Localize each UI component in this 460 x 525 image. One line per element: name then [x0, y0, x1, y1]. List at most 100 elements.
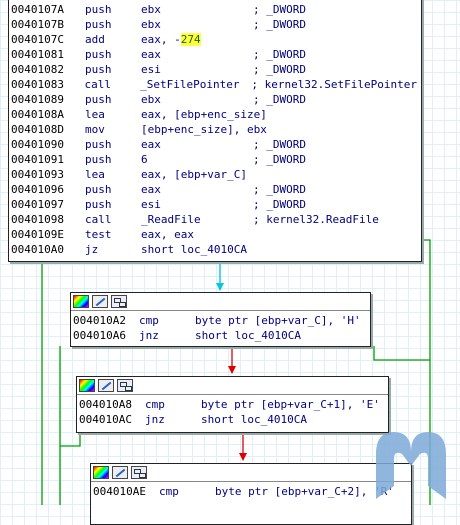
graph-icon[interactable]: [117, 379, 133, 392]
edit-icon[interactable]: [98, 379, 114, 392]
operands: ebx: [141, 18, 161, 31]
operands: eax: [141, 138, 161, 151]
address: 00401089: [11, 93, 64, 106]
comment: ; _DWORD: [253, 63, 306, 76]
code-line[interactable]: 00401098 call _ReadFile ; kernel32.ReadFile: [11, 212, 417, 227]
address: 0040108D: [11, 123, 64, 136]
code-line[interactable]: 00401082 push esi ; _DWORD: [11, 62, 417, 77]
address: 004010A0: [11, 243, 64, 256]
edit-icon[interactable]: [92, 295, 108, 308]
comment: ; _DWORD: [253, 18, 306, 31]
code-line[interactable]: 00401096 push eax ; _DWORD: [11, 182, 417, 197]
address: 004010A8: [79, 398, 132, 411]
comment: ; _DWORD: [253, 3, 306, 16]
address: 00401082: [11, 63, 64, 76]
operands: eax: [141, 183, 161, 196]
address: 00401098: [11, 213, 64, 226]
address: 004010A6: [73, 329, 126, 342]
mnemonic: push: [85, 63, 112, 76]
mnemonic: cmp: [139, 314, 159, 327]
code-line[interactable]: 004010A8 cmp byte ptr [ebp+var_C+1], 'E': [79, 397, 384, 412]
mnemonic: call: [84, 78, 112, 91]
color-palette-icon[interactable]: [93, 466, 109, 479]
address: 00401083: [11, 78, 64, 91]
address: 0040107B: [11, 18, 64, 31]
operands: _ReadFile: [141, 213, 201, 226]
mnemonic: jnz: [145, 413, 165, 426]
code-block-cmp-e[interactable]: 004010A8 cmp byte ptr [ebp+var_C+1], 'E'00…: [76, 376, 389, 433]
comment: ; _DWORD: [253, 138, 306, 151]
mnemonic: cmp: [145, 398, 165, 411]
operands: ebx: [141, 3, 161, 16]
code-line[interactable]: 004010A2 cmp byte ptr [ebp+var_C], 'H': [73, 313, 366, 328]
mnemonic: push: [85, 48, 112, 61]
operands: esi: [141, 198, 161, 211]
comment: ; _DWORD: [253, 183, 306, 196]
comment: ; _DWORD: [253, 198, 306, 211]
mnemonic: add: [85, 33, 105, 46]
address: 0040108A: [11, 108, 64, 121]
mnemonic: jz: [85, 243, 99, 256]
operands: short loc_4010CA: [141, 243, 247, 256]
address: 00401081: [11, 48, 64, 61]
edit-icon[interactable]: [112, 466, 128, 479]
operands: 6: [141, 153, 148, 166]
block-toolbar: [91, 464, 411, 482]
address: 0040109E: [11, 228, 64, 241]
mnemonic: push: [85, 183, 112, 196]
operands: byte ptr [ebp+var_C], 'H': [195, 314, 361, 327]
operands: esi: [141, 63, 161, 76]
address: 00401096: [11, 183, 64, 196]
code-line[interactable]: 00401083 call _SetFilePointer ; kernel32.Se…: [11, 77, 417, 92]
graph-icon[interactable]: [111, 295, 127, 308]
comment: ; kernel32.ReadFile: [253, 213, 379, 226]
graph-icon[interactable]: [131, 466, 147, 479]
operands: eax, -274: [141, 33, 201, 46]
color-palette-icon[interactable]: [79, 379, 95, 392]
code-line[interactable]: 00401090 push eax ; _DWORD: [11, 137, 417, 152]
mnemonic: push: [85, 198, 112, 211]
code-line[interactable]: 0040107B push ebx ; _DWORD: [11, 17, 417, 32]
mnemonic: cmp: [159, 485, 179, 498]
main-code-block[interactable]: 0040107A push ebx ; _DWORD 0040107B push ebx ; …: [8, 0, 422, 262]
mnemonic: mov: [85, 123, 105, 136]
block-toolbar: [77, 377, 388, 395]
mnemonic: jnz: [139, 329, 159, 342]
mnemonic: push: [85, 18, 112, 31]
color-palette-icon[interactable]: [73, 295, 89, 308]
mnemonic: push: [85, 138, 112, 151]
operands: eax, eax: [141, 228, 194, 241]
address: 00401091: [11, 153, 64, 166]
mnemonic: test: [85, 228, 112, 241]
malwarebytes-watermark-icon: [376, 432, 446, 499]
address: 0040107A: [11, 3, 64, 16]
address: 00401090: [11, 138, 64, 151]
address: 004010A2: [73, 314, 126, 327]
operands: ebx: [141, 93, 161, 106]
mnemonic: lea: [85, 108, 105, 121]
mnemonic: call: [85, 213, 112, 226]
comment: ; _DWORD: [253, 48, 306, 61]
code-line[interactable]: 0040109E test eax, eax: [11, 227, 417, 242]
operands: eax, [ebp+var_C]: [141, 168, 247, 181]
operands: short loc_4010CA: [201, 413, 307, 426]
code-line[interactable]: 004010A0 jz short loc_4010CA: [11, 242, 417, 257]
comment: ; kernel32.SetFilePointer: [251, 78, 417, 91]
operands: byte ptr [ebp+var_C+1], 'E': [201, 398, 380, 411]
graph-edges: [41, 239, 431, 505]
operands: _SetFilePointer: [140, 78, 240, 91]
